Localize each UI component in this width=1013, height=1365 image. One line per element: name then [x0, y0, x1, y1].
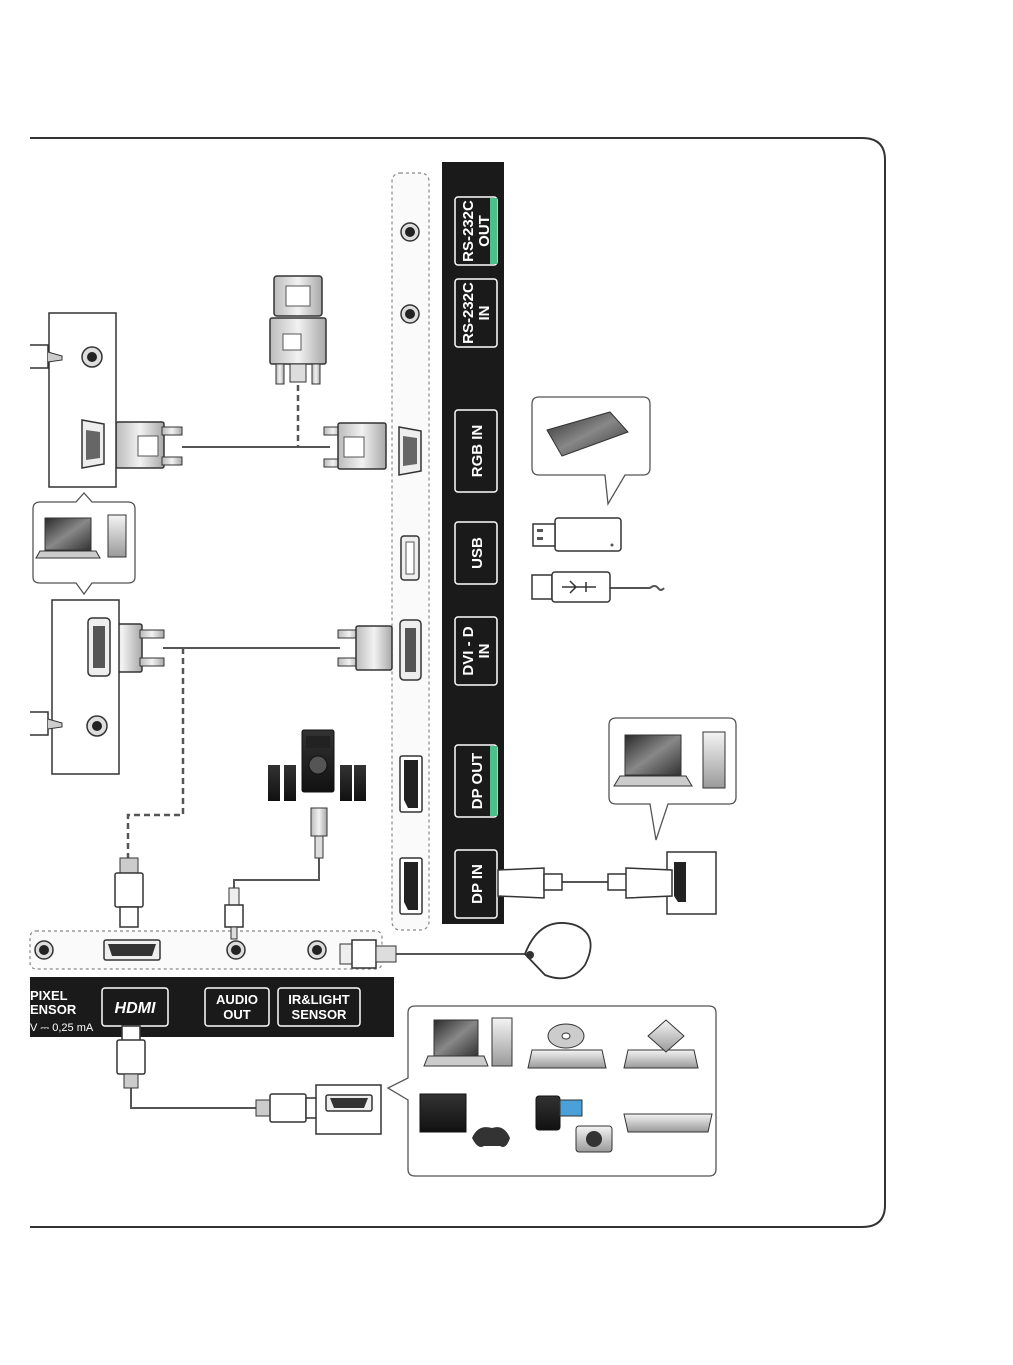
rs232c-in-line1: RS-232C: [460, 282, 477, 344]
label-rgb-in: RGB IN: [455, 410, 497, 492]
rgb-port: [399, 427, 421, 475]
dp-connector-left: [498, 868, 562, 898]
hdmi-text: HDMI: [115, 1000, 156, 1017]
audio-out-line1: AUDIO: [216, 992, 258, 1007]
dvi-rgb-adapter: [270, 276, 326, 384]
label-dp-in: DP IN: [455, 850, 497, 918]
pixel-sensor-rating: V ⎓ 0,25 mA: [30, 1022, 94, 1034]
gamepad-icon: [472, 1127, 510, 1147]
dp-pc-callout: [609, 718, 736, 840]
hdmi-plug-device: [256, 1094, 324, 1122]
pc-callout: [33, 493, 135, 594]
media-case-icon: [420, 1094, 466, 1132]
rgb-in-text: RGB IN: [469, 425, 486, 478]
desktop-tower-icon: [492, 1018, 512, 1066]
usb-flash-drive-icon: [533, 518, 621, 551]
speaker-system-icon: [268, 730, 366, 858]
label-rs232c-out: RS-232C OUT: [455, 197, 497, 265]
laptop-icon: [434, 1020, 478, 1056]
usb-hdd-callout: [532, 397, 650, 504]
audio-cable: [234, 858, 319, 892]
ir-light-line1: IR&LIGHT: [288, 992, 349, 1007]
pc-rgb-panel: [30, 313, 116, 487]
pixel-sensor-jack: [35, 941, 53, 959]
rs232c-out-line1: RS-232C: [460, 200, 477, 262]
dp-connector-right: [608, 868, 672, 898]
rgb-connector-left: [116, 422, 182, 468]
rgb-connector-right: [324, 423, 386, 469]
rs232c-in-line2: IN: [476, 306, 493, 321]
dp-in-text: DP IN: [469, 864, 486, 904]
rca-plug: [311, 808, 327, 836]
dvd-player-icon: [528, 1050, 606, 1068]
dp-in-port: [400, 858, 422, 914]
usb-plug-icon: [532, 572, 610, 602]
ir-sensor-plug: [340, 940, 396, 968]
rs232c-out-line2: OUT: [476, 215, 493, 247]
label-usb: USB: [455, 522, 497, 584]
usb-port: [401, 536, 419, 580]
device-hdmi-panel: [316, 1085, 381, 1134]
label-rs232c-in: RS-232C IN: [455, 279, 497, 347]
camcorder-icon: [536, 1096, 560, 1130]
rs232c-in-jack: [401, 305, 419, 323]
usb-cable: [610, 586, 664, 590]
label-dvi-d-in: DVI - D IN: [455, 617, 497, 685]
dp-out-port: [400, 756, 422, 812]
dvi-d-in-line2: IN: [476, 644, 493, 659]
dvi-port: [400, 620, 421, 680]
audio-out-jack: [227, 941, 245, 959]
hdmi-cable: [131, 1088, 256, 1108]
pc-dvi-panel: [30, 600, 119, 774]
dvi-connector-right: [338, 626, 392, 670]
pixel-sensor-line2: ENSOR: [30, 1002, 77, 1017]
label-dp-out: DP OUT: [455, 745, 497, 817]
desktop-tower-icon: [703, 732, 725, 788]
dvi-d-in-line1: DVI - D: [460, 626, 477, 675]
bottom-port-strip: [30, 931, 382, 969]
av-receiver-icon: [624, 1114, 712, 1132]
dvi-hdmi-dashed-cable: [128, 648, 183, 858]
set-top-box-icon: [624, 1050, 698, 1068]
pc-dp-panel: [667, 852, 716, 914]
ir-light-line2: SENSOR: [292, 1007, 348, 1022]
av-devices-callout: [388, 1006, 716, 1176]
desktop-tower-icon: [108, 515, 126, 557]
ir-light-sensor-icon: [525, 923, 591, 978]
rs232c-out-jack: [401, 223, 419, 241]
dp-out-text: DP OUT: [469, 753, 486, 809]
hdmi-plug-top: [115, 858, 143, 927]
laptop-icon: [625, 735, 681, 775]
audio-out-line2: OUT: [223, 1007, 251, 1022]
ir-light-sensor-jack: [308, 941, 326, 959]
hdmi-port: [104, 940, 160, 960]
pixel-sensor-line1: PIXEL: [30, 988, 68, 1003]
usb-text: USB: [469, 537, 486, 569]
laptop-icon: [45, 518, 91, 550]
